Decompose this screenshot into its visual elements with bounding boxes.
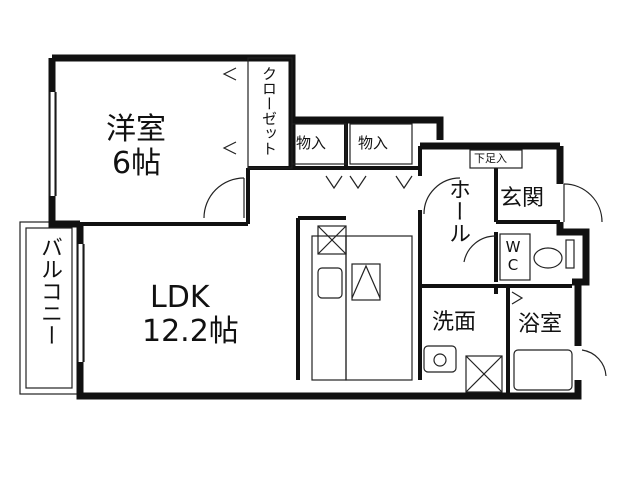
kitchen-hood [317,225,347,255]
storage-box-2 [349,123,413,165]
western-room-size: 6帖 [112,146,162,181]
hall-door-swing [423,177,461,215]
shoe-storage-box [469,149,523,169]
bath-door-mark [511,291,524,305]
wall-storage-top [292,116,444,140]
bathtub [513,349,573,391]
washroom-label: 洗面 [432,310,477,335]
storage-mark-1 [325,175,343,190]
storage-box-1 [291,123,347,165]
closet-outline [247,57,293,169]
kitchen-stove [351,263,381,301]
wall-ldk-outer [76,224,412,400]
wc-bowl [533,247,563,269]
wc-label: WC [504,238,522,274]
wc-door-swing [463,235,497,263]
shoe-storage-label: 下足入 [474,152,507,165]
ldk-size: 12.2帖 [142,314,239,349]
ldk-name: LDK [150,280,210,315]
kitchen-stove-mark [351,264,381,299]
wall-wc-right [556,222,590,286]
storage-mark-3 [395,175,413,190]
closet-label: クローゼット [260,66,278,156]
storage-label-2: 物入 [358,134,389,152]
entrance-door-swing [563,183,603,223]
storage-label-1: 物入 [296,134,327,152]
closet-door-mark-1 [222,67,237,81]
western-room-name: 洋室 [106,112,166,147]
wall-western-top [52,54,296,168]
wall-bottom-right [412,380,582,400]
balcony-inner [25,227,73,389]
western-door-swing [203,177,245,219]
kitchen-floor-area [345,235,413,381]
hall-label: ホール [445,178,470,244]
bath-window-swing [581,349,607,377]
balcony-label: バルコニー [37,236,62,346]
wash-basin [423,345,457,373]
closet-door-mark-2 [222,141,237,155]
kitchen-sink [317,267,343,299]
wc-room [499,233,531,281]
washing-machine-pan [465,355,503,393]
bathroom-label: 浴室 [518,312,563,337]
wc-tank [565,239,575,269]
kitchen-counter [311,235,347,381]
storage-mark-2 [349,175,367,190]
entrance-label: 玄関 [500,186,545,211]
